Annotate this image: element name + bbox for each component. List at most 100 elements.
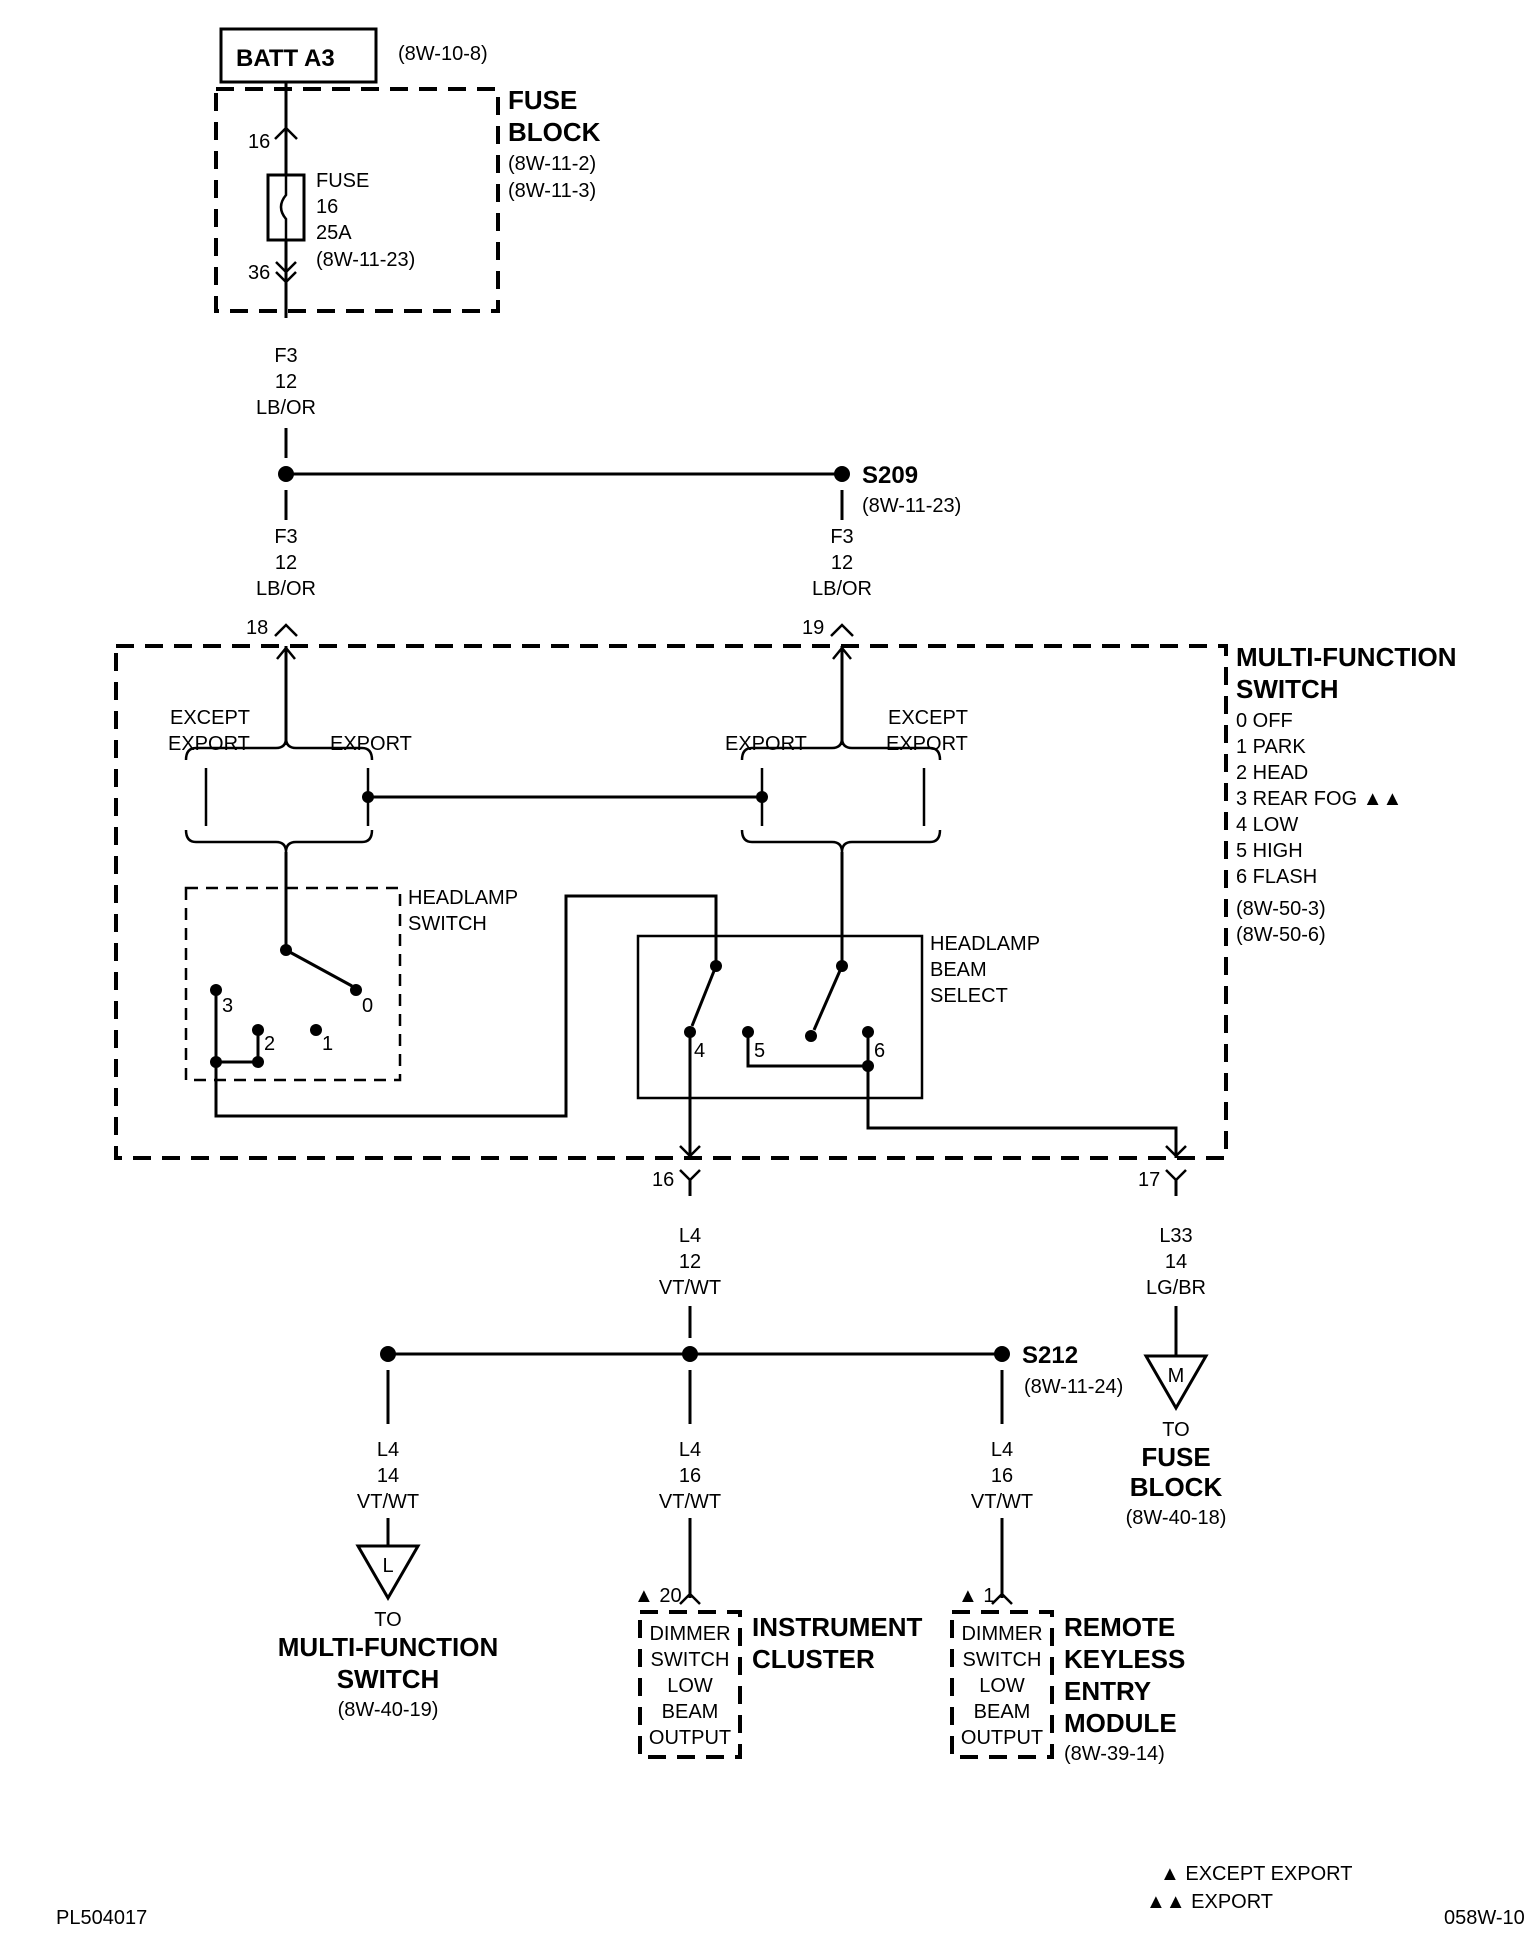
headlamp-switch-blade (285, 948, 353, 988)
mfs-pos-3: 3 REAR FOG ▲▲ (1236, 788, 1402, 810)
connector-out-icon-2 (275, 271, 297, 284)
connector-m-letter: M (1168, 1365, 1185, 1387)
hs-jumper-2-3 (214, 990, 260, 1064)
except-export-left-2: EXPORT (168, 733, 250, 755)
wire-l33-gauge: 14 (1165, 1251, 1187, 1273)
rke-title-2: KEYLESS (1064, 1644, 1185, 1674)
fuse-text-4: (8W-11-23) (316, 249, 415, 271)
rke-ref: (8W-39-14) (1064, 1743, 1165, 1765)
mfs-pos-6: 6 FLASH (1236, 866, 1317, 888)
batt-label: BATT A3 (236, 45, 335, 72)
conn-l-dest-2: SWITCH (337, 1664, 440, 1694)
arrow-17-icon (1165, 1145, 1187, 1158)
batt-ref: (8W-10-8) (398, 43, 488, 65)
headlamp-switch-label-1: HEADLAMP (408, 887, 518, 909)
mfs-title-1: MULTI-FUNCTION (1236, 642, 1456, 672)
connector-1-icon (991, 1592, 1013, 1605)
mfs-pos-2: 2 HEAD (1236, 762, 1308, 784)
conn-m-dest-1: FUSE (1141, 1442, 1210, 1472)
splice-s212-name: S212 (1022, 1342, 1078, 1369)
except-export-right-2: EXPORT (886, 733, 968, 755)
except-export-right-1: EXCEPT (888, 707, 968, 729)
connector-17-icon (1165, 1169, 1187, 1182)
mfs-pin-16: 16 (652, 1169, 674, 1191)
wire-l4-right-circuit: L4 (991, 1439, 1013, 1461)
splice-s212-ref: (8W-11-24) (1024, 1376, 1123, 1398)
conn-l-ref: (8W-40-19) (338, 1699, 439, 1721)
wire-l4-main-gauge: 12 (679, 1251, 701, 1273)
legend-except-export: ▲ EXCEPT EXPORT (1160, 1863, 1352, 1885)
mfs-ref-1: (8W-50-3) (1236, 898, 1326, 920)
connector-16-icon (679, 1169, 701, 1182)
cluster-box-line-3: LOW (667, 1675, 713, 1697)
wire-l4-mid-circuit: L4 (679, 1439, 701, 1461)
batt-box (219, 27, 378, 84)
arrow-19-icon (832, 646, 852, 660)
headlamp-switch-outline (184, 886, 402, 1082)
export-left: EXPORT (330, 733, 412, 755)
legend-export: ▲▲ EXPORT (1146, 1891, 1273, 1913)
mfs-pin-17: 17 (1138, 1169, 1160, 1191)
splice-s209-dot (834, 466, 850, 482)
rke-box-line-1: DIMMER (961, 1623, 1042, 1645)
wire-l4-mid-color: VT/WT (659, 1491, 721, 1513)
wire-f3-left-circuit: F3 (274, 526, 297, 548)
wire-f3-top-color: LB/OR (256, 397, 316, 419)
connector-l-letter: L (382, 1555, 393, 1577)
wire-l4-mid-gauge: 16 (679, 1465, 701, 1487)
except-export-left-1: EXCEPT (170, 707, 250, 729)
rke-title-4: MODULE (1064, 1708, 1177, 1738)
wire-l4-left-gauge: 14 (377, 1465, 399, 1487)
beam-blade-right (812, 965, 844, 1031)
rke-box (950, 1610, 1054, 1759)
high-beam-out-wire (866, 1066, 1178, 1158)
conn-m-to: TO (1162, 1419, 1189, 1441)
cluster-box-line-1: DIMMER (649, 1623, 730, 1645)
headlamp-switch-label-2: SWITCH (408, 913, 487, 935)
hs-pos-1: 1 (322, 1033, 333, 1055)
fuse-block-outline (214, 87, 500, 313)
brace-right-top (740, 737, 942, 761)
beam-select-outline (636, 934, 924, 1100)
fuse-block-ref-2: (8W-11-3) (508, 180, 596, 202)
beam-select-label-2: BEAM (930, 959, 987, 981)
cluster-title-1: INSTRUMENT (752, 1612, 923, 1642)
wire-l4-left-circuit: L4 (377, 1439, 399, 1461)
connector-19-icon (830, 623, 854, 637)
beam-blade-left (690, 965, 718, 1027)
mfs-pos-5: 5 HIGH (1236, 840, 1303, 862)
rke-box-line-2: SWITCH (963, 1649, 1042, 1671)
conn-m-dest-2: BLOCK (1130, 1472, 1223, 1502)
cluster-box (638, 1610, 742, 1759)
rke-box-line-5: OUTPUT (961, 1727, 1043, 1749)
rke-box-line-4: BEAM (974, 1701, 1031, 1723)
wire-f3-right-circuit: F3 (830, 526, 853, 548)
mfs-ref-2: (8W-50-6) (1236, 924, 1326, 946)
cluster-title-2: CLUSTER (752, 1644, 875, 1674)
bs-pos-5: 5 (754, 1040, 765, 1062)
brace-left-top (184, 737, 374, 761)
wire-l4-main-circuit: L4 (679, 1225, 701, 1247)
fuse-block-title-2: BLOCK (508, 117, 601, 147)
wire-f3-top-circuit: F3 (274, 345, 297, 367)
wire-l4-main-color: VT/WT (659, 1277, 721, 1299)
fuse-block-title-1: FUSE (508, 85, 577, 115)
brace-right-bottom (740, 829, 942, 853)
splice-s212-dot (994, 1346, 1010, 1362)
mfs-pin-19: 19 (802, 617, 824, 639)
hs-to-beam-wire (214, 894, 718, 1118)
bs-pos-6: 6 (874, 1040, 885, 1062)
mfs-pos-4: 4 LOW (1236, 814, 1298, 836)
connector-in-icon (274, 126, 298, 140)
fuse-element-icon (279, 175, 288, 240)
beam-blade-right-tip (805, 1030, 817, 1042)
splice-s209-ref: (8W-11-23) (862, 495, 961, 517)
mfs-pin-18: 18 (246, 617, 268, 639)
connector-out-icon-1 (275, 261, 297, 274)
footer-right: 058W-10 (1444, 1907, 1525, 1929)
beam-select-label-1: HEADLAMP (930, 933, 1040, 955)
beam-select-label-3: SELECT (930, 985, 1008, 1007)
mfs-pos-0: 0 OFF (1236, 710, 1293, 732)
wire-f3-right-color: LB/OR (812, 578, 872, 600)
footer-left: PL504017 (56, 1907, 147, 1929)
